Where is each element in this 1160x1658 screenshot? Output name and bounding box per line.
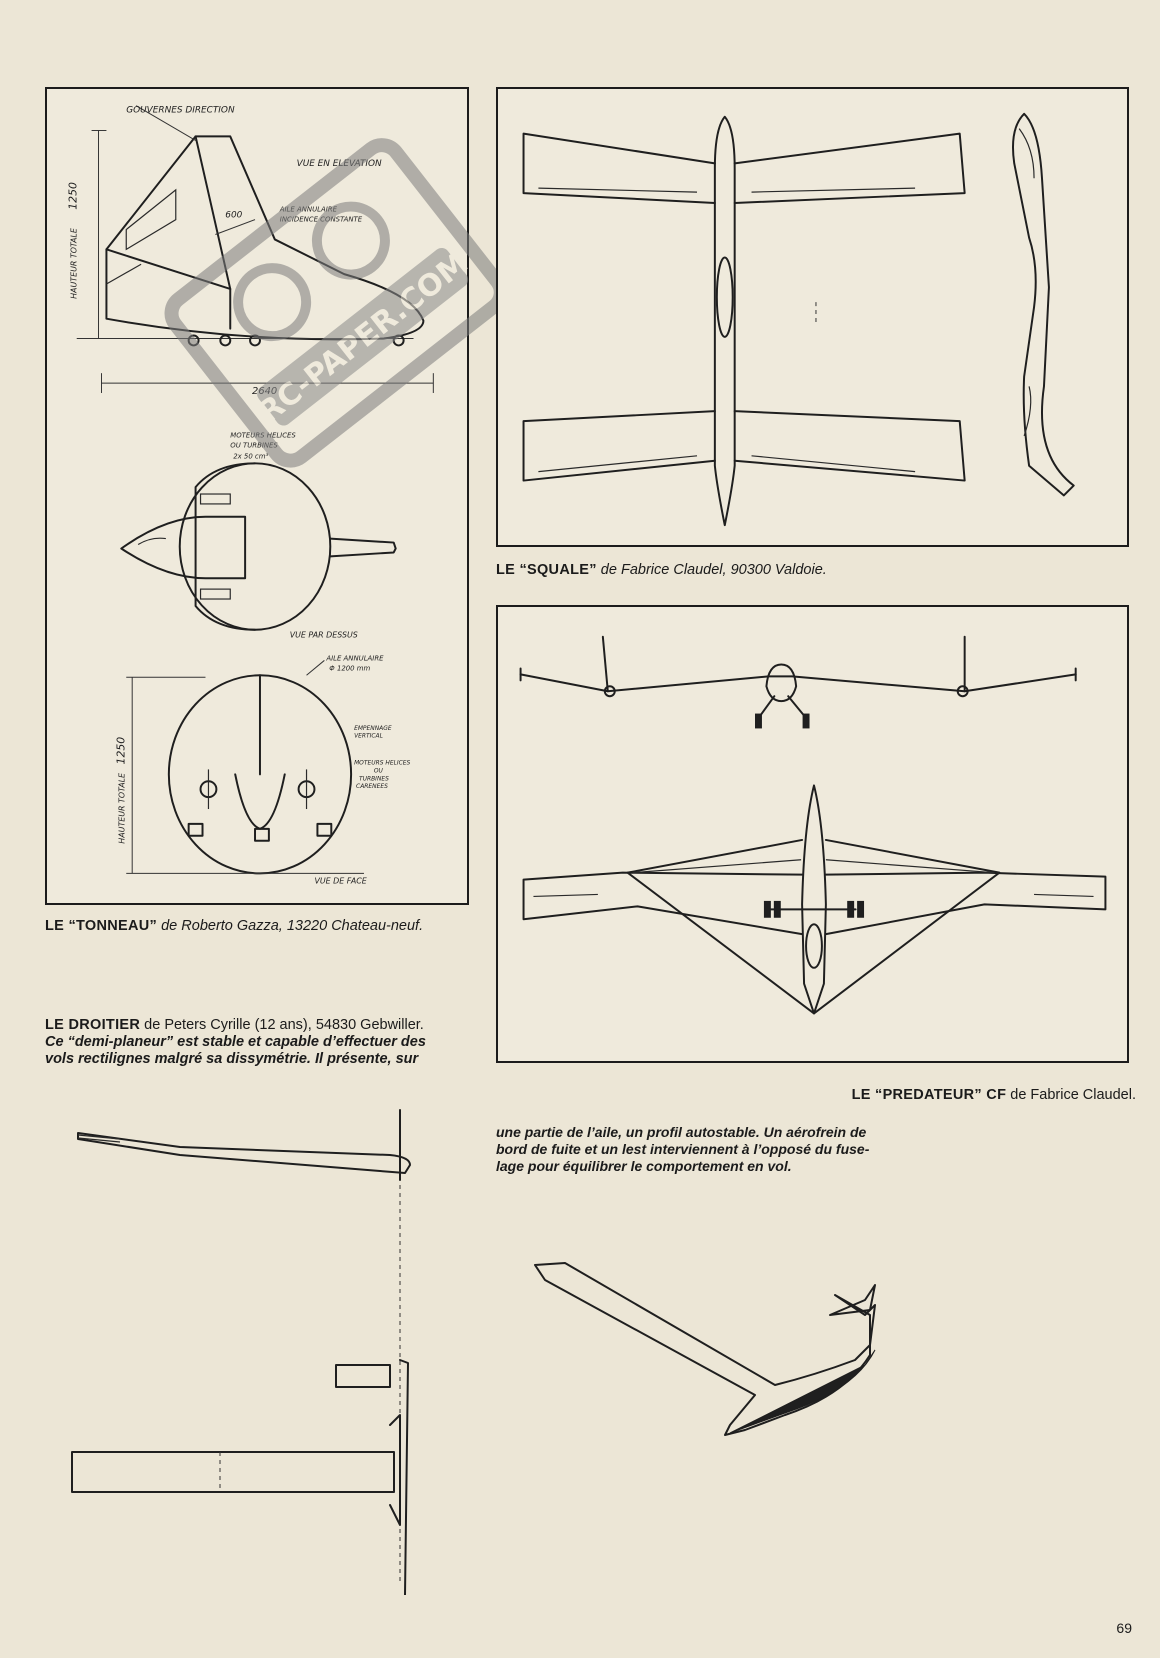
predateur-drawing-frame — [496, 605, 1129, 1063]
predateur-drawing — [519, 635, 1107, 1015]
droitier-continuation-line3: lage pour équilibrer le comportement en … — [496, 1158, 792, 1174]
dim-2640: 2640 — [252, 386, 277, 397]
droitier-continuation: une partie de l’aile, un profil autostab… — [496, 1124, 926, 1175]
label-hauteur-totale-2: HAUTEUR TOTALE — [117, 773, 126, 844]
caption-predateur-rest: de Fabrice Claudel. — [1006, 1087, 1136, 1103]
caption-droitier-name: LE DROITIER — [45, 1017, 141, 1033]
squale-drawing-frame — [496, 87, 1129, 547]
caption-droitier-line3: vols rectilignes malgré sa dissymétrie. … — [45, 1051, 419, 1067]
droitier-continuation-line1: une partie de l’aile, un profil autostab… — [496, 1124, 867, 1140]
caption-tonneau-rest: de Roberto Gazza, 13220 Chateau-neuf. — [157, 918, 424, 934]
label-moteurs-2: MOTEURS HELICES — [354, 759, 410, 766]
label-aile-annulaire-2: AILE ANNULAIRE — [325, 654, 384, 662]
caption-squale: LE “SQUALE” de Fabrice Claudel, 90300 Va… — [496, 562, 1129, 579]
droitier-3d-view — [534, 1262, 876, 1436]
label-gouvernes: GOUVERNES DIRECTION — [126, 106, 235, 116]
droitier-front-and-top-view — [71, 1109, 411, 1595]
caption-droitier-line2: Ce “demi-planeur” est stable et capable … — [45, 1034, 426, 1050]
label-cm3: 2x 50 cm³ — [233, 452, 268, 460]
label-vertical: VERTICAL — [354, 733, 383, 740]
predateur-front-view — [519, 635, 1077, 729]
label-vue-dessus: VUE PAR DESSUS — [290, 631, 358, 640]
caption-predateur-name: LE “PREDATEUR” CF — [851, 1087, 1007, 1103]
label-ou-turbines: OU TURBINES — [230, 441, 278, 449]
squale-top-view — [522, 115, 966, 527]
label-carenees: CARENEES — [356, 783, 388, 790]
label-incidence: INCIDENCE CONSTANTE — [280, 216, 363, 224]
caption-tonneau-name: LE “TONNEAU” — [45, 918, 158, 934]
dim-1250-bottom: 1250 — [114, 737, 127, 765]
dim-600: 600 — [225, 211, 242, 221]
caption-squale-rest: de Fabrice Claudel, 90300 Valdoie. — [596, 562, 827, 578]
label-diam: Φ 1200 mm — [329, 664, 370, 672]
tonneau-drawing: GOUVERNES DIRECTION VUE EN ELEVATION AIL… — [67, 105, 434, 885]
caption-droitier: LE DROITIER de Peters Cyrille (12 ans), … — [45, 1017, 475, 1068]
label-aile-annulaire: AILE ANNULAIRE — [279, 206, 338, 214]
predateur-top-view — [522, 784, 1107, 1015]
caption-droitier-rest: de Peters Cyrille (12 ans), 54830 Gebwil… — [140, 1017, 424, 1033]
droitier-continuation-line2: bord de fuite et un lest interviennent à… — [496, 1141, 870, 1157]
label-ou-2: OU — [374, 767, 384, 774]
tonneau-front-view: AILE ANNULAIRE Φ 1200 mm EMPENNAGE VERTI… — [114, 654, 410, 885]
tonneau-elevation-view: GOUVERNES DIRECTION VUE EN ELEVATION AIL… — [67, 105, 434, 460]
caption-predateur: LE “PREDATEUR” CF de Fabrice Claudel. — [796, 1087, 1136, 1104]
label-hauteur-totale: HAUTEUR TOTALE — [70, 228, 79, 299]
page-number: 69 — [1116, 1620, 1132, 1636]
label-moteurs-top: MOTEURS HELICES — [230, 432, 296, 440]
dim-1250-top: 1250 — [67, 182, 80, 210]
label-vue-elevation: VUE EN ELEVATION — [297, 159, 382, 169]
squale-drawing — [522, 112, 1075, 527]
tonneau-top-view: VUE PAR DESSUS — [120, 462, 397, 640]
tonneau-drawing-frame: GOUVERNES DIRECTION VUE EN ELEVATION AIL… — [45, 87, 469, 905]
caption-tonneau: LE “TONNEAU” de Roberto Gazza, 13220 Cha… — [45, 918, 469, 935]
label-turbines-2: TURBINES — [359, 775, 389, 782]
squale-side-view — [1012, 112, 1075, 497]
label-vue-face: VUE DE FACE — [314, 876, 366, 885]
caption-squale-name: LE “SQUALE” — [496, 562, 597, 578]
label-empennage: EMPENNAGE — [354, 725, 392, 732]
